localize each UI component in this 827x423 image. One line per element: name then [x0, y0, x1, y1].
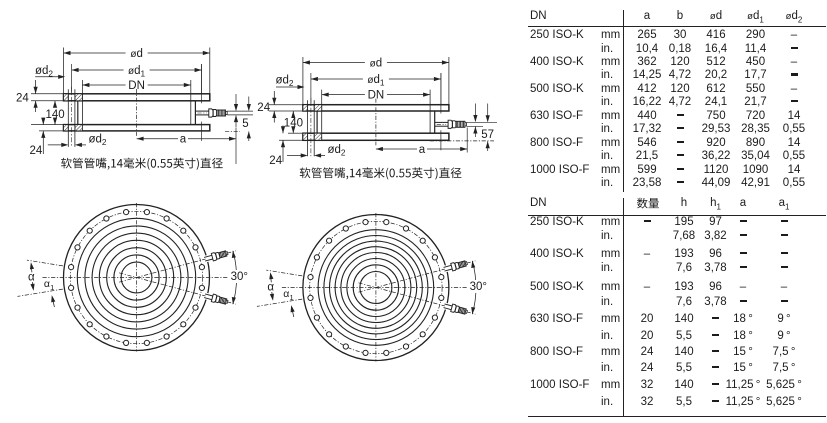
svg-text:140: 140: [46, 109, 65, 121]
svg-text:30°: 30°: [470, 281, 487, 293]
svg-text:DN: DN: [128, 80, 145, 92]
svg-text:a: a: [419, 144, 426, 156]
svg-text:ød2: ød2: [89, 134, 107, 148]
svg-text:24: 24: [269, 155, 282, 167]
svg-text:24: 24: [16, 92, 29, 104]
svg-text:140: 140: [284, 117, 303, 129]
svg-text:ød2: ød2: [35, 65, 53, 79]
svg-text:57: 57: [481, 129, 494, 141]
svg-text:5: 5: [242, 118, 248, 130]
svg-text:ød1: ød1: [128, 65, 146, 79]
svg-text:DN: DN: [368, 90, 385, 102]
svg-text:ød: ød: [370, 58, 383, 70]
svg-text:a: a: [180, 134, 187, 146]
svg-text:24: 24: [30, 145, 43, 157]
svg-text:ød2: ød2: [328, 144, 346, 158]
svg-text:1: 1: [50, 283, 54, 292]
svg-text:α: α: [28, 272, 35, 284]
svg-text:ød: ød: [130, 48, 143, 60]
svg-text:30°: 30°: [231, 271, 248, 283]
svg-text:ød2: ød2: [276, 74, 294, 88]
svg-text:1: 1: [290, 293, 294, 302]
svg-text:α: α: [283, 288, 289, 300]
svg-text:α: α: [267, 282, 274, 294]
svg-text:ød1: ød1: [367, 74, 385, 88]
svg-text:α: α: [44, 278, 50, 290]
svg-text:24: 24: [257, 102, 270, 114]
